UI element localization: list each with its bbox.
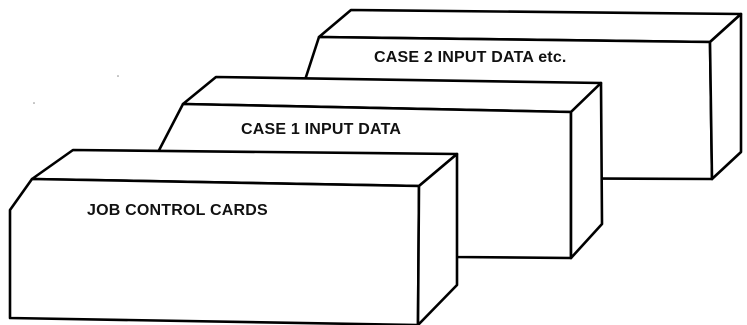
deck-job-control: JOB CONTROL CARDS bbox=[10, 150, 457, 325]
deck-case-1-side-face bbox=[571, 83, 602, 258]
scan-speck bbox=[33, 102, 35, 104]
deck-case-2-label: CASE 2 INPUT DATA etc. bbox=[374, 49, 567, 66]
deck-job-control-label: JOB CONTROL CARDS bbox=[87, 202, 268, 219]
deck-job-control-front-face bbox=[10, 179, 419, 325]
deck-case-2-side-face bbox=[710, 14, 741, 179]
deck-case-1-label: CASE 1 INPUT DATA bbox=[241, 121, 401, 138]
scan-speck bbox=[117, 75, 119, 77]
